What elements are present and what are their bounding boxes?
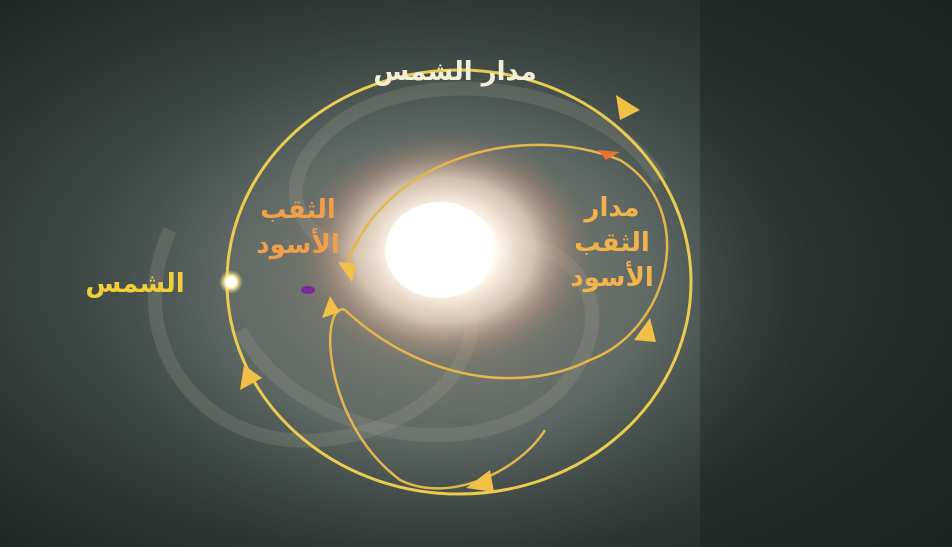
black-hole-orbit-path (329, 143, 669, 490)
galaxy-core-bright (385, 202, 495, 298)
bh-orbit-arrow-lower-left (322, 296, 340, 318)
bh-orbit-label-line1: مدار (583, 193, 640, 223)
sun-orbit-arrow-left (240, 365, 262, 390)
bh-orbit-arrow-inner (338, 262, 356, 282)
sun-orbit-arrow-top (616, 95, 640, 120)
sun-orbit-label: مدار الشمس (373, 57, 536, 87)
black-hole-label-line1: الثقب (260, 195, 336, 225)
sun-label: الشمس (85, 269, 184, 299)
bh-orbit-arrow-top (598, 150, 620, 160)
bh-orbit-arrow-bottom (466, 470, 494, 492)
sun-dot (226, 277, 236, 287)
bh-orbit-arrow-right (634, 318, 656, 342)
bh-orbit-label-line2: الثقب (574, 228, 650, 258)
bh-orbit-label-line3: الأسود (570, 261, 653, 293)
black-hole-label-line2: الأسود (256, 228, 339, 260)
black-hole-dot (301, 286, 315, 294)
